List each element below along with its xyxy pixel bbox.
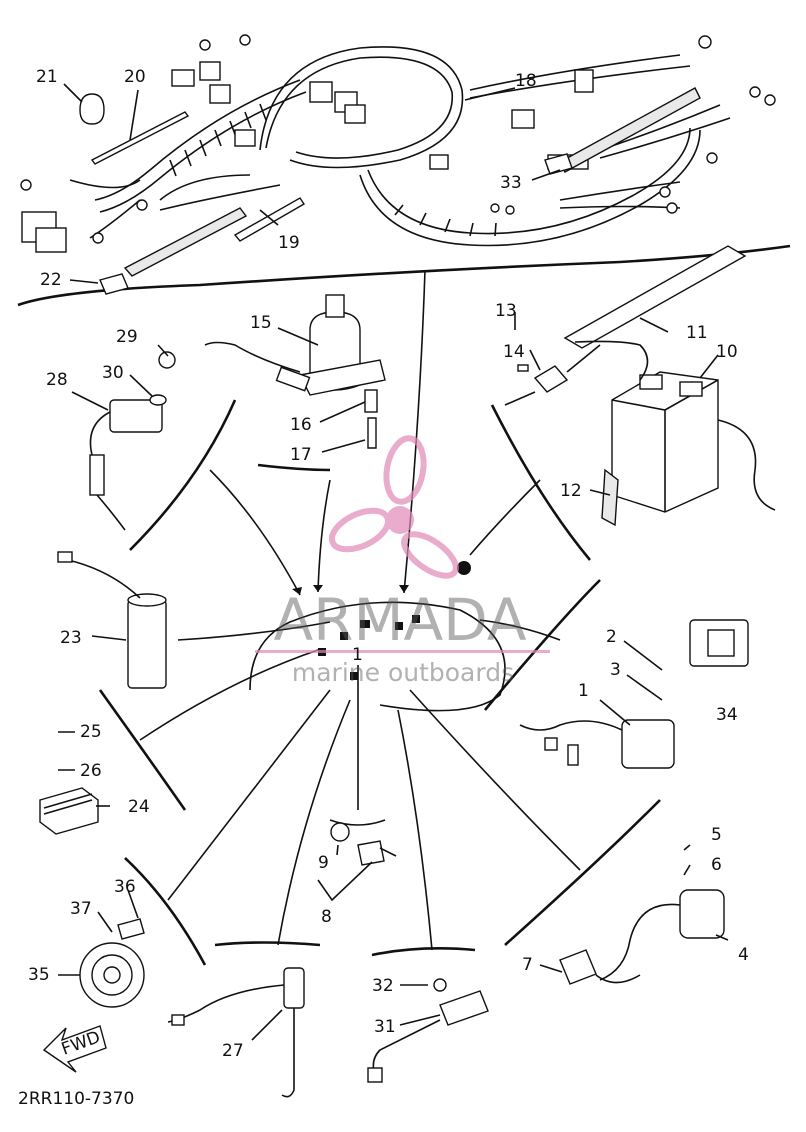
callout-numbers: 21 20 18 22 19 33 15 16 17 13 14 11 10 1… — [28, 67, 749, 1061]
callout-9: 9 — [318, 853, 329, 873]
callout-11: 11 — [686, 323, 708, 343]
watermark-tagline: marine outboards — [292, 658, 514, 687]
rectifier-24 — [39, 787, 99, 835]
cdi-unit-1 — [519, 719, 675, 769]
callout-13: 13 — [495, 301, 517, 321]
callout-2: 2 — [606, 627, 617, 647]
callout-26: 26 — [80, 761, 102, 781]
callout-5: 5 — [711, 825, 722, 845]
callout-6: 6 — [711, 855, 722, 875]
callout-20: 20 — [124, 67, 146, 87]
battery-band-11 — [563, 245, 747, 381]
diagram-code: 2RR110-7370 — [18, 1089, 134, 1109]
callout-28: 28 — [46, 370, 68, 390]
callout-34: 34 — [716, 705, 738, 725]
callout-29: 29 — [116, 327, 138, 347]
callout-25: 25 — [80, 722, 102, 742]
callout-1-center: 1 — [352, 645, 363, 665]
callout-7: 7 — [522, 955, 533, 975]
main-switch-15 — [204, 294, 386, 449]
callout-22: 22 — [40, 270, 62, 290]
callout-27: 27 — [222, 1041, 244, 1061]
callout-4: 4 — [738, 945, 749, 965]
callout-14: 14 — [503, 342, 525, 362]
callout-33: 33 — [500, 173, 522, 193]
wire-harness — [17, 34, 791, 307]
fwd-arrow: FWD — [42, 1025, 107, 1073]
callout-12: 12 — [560, 481, 582, 501]
callout-1: 1 — [578, 681, 589, 701]
propeller-icon — [328, 435, 459, 579]
callout-18: 18 — [515, 71, 537, 91]
unit-28 — [89, 351, 176, 531]
ignition-coil-4 — [559, 889, 725, 985]
callout-32: 32 — [372, 976, 394, 996]
callout-21: 21 — [36, 67, 58, 87]
callout-37: 37 — [70, 899, 92, 919]
callout-15: 15 — [250, 313, 272, 333]
callout-16: 16 — [290, 415, 312, 435]
callout-36: 36 — [114, 877, 136, 897]
callout-35: 35 — [28, 965, 50, 985]
leader-network — [98, 269, 661, 966]
relay-34 — [689, 619, 749, 667]
horn-35 — [79, 918, 145, 1008]
watermark-logo: ARMADA marine outboards — [255, 435, 550, 687]
callout-30: 30 — [102, 363, 124, 383]
sensor-31 — [367, 978, 489, 1083]
sensor-27 — [167, 967, 305, 1098]
watermark-brand: ARMADA — [273, 586, 526, 654]
callout-31: 31 — [374, 1017, 396, 1037]
sensor-23 — [57, 551, 167, 689]
callout-leaders — [58, 83, 729, 1041]
callout-3: 3 — [610, 660, 621, 680]
callout-17: 17 — [290, 445, 312, 465]
callout-19: 19 — [278, 233, 300, 253]
callout-23: 23 — [60, 628, 82, 648]
battery-10 — [601, 371, 776, 527]
bolt-8 — [330, 822, 397, 866]
callout-8: 8 — [321, 907, 332, 927]
callout-10: 10 — [716, 342, 738, 362]
callout-24: 24 — [128, 797, 150, 817]
fuse-holder-13 — [504, 344, 601, 406]
